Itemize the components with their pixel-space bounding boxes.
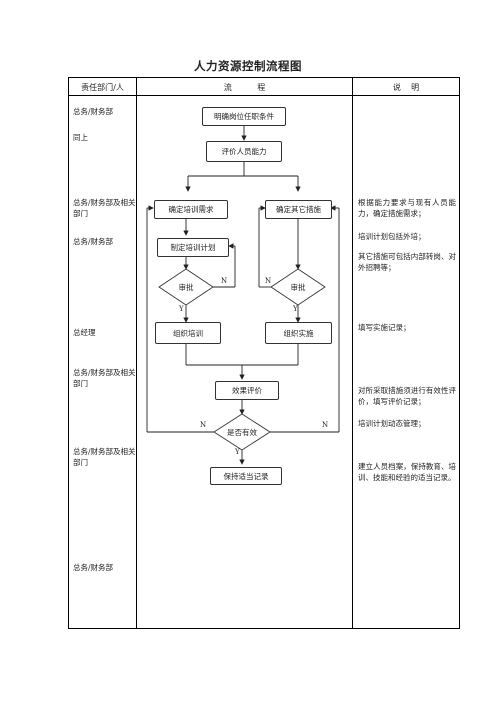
- header-dept: 责任部门/人: [81, 83, 124, 92]
- note-cell: 建立人员档案，保持教育、培训、技能和经验的适当记录。: [358, 462, 456, 482]
- step-evaluate-ability: 评价人员能力: [206, 141, 282, 162]
- step-effect-eval: 效果评价: [215, 381, 279, 400]
- flow-connectors: [146, 126, 340, 465]
- column-divider: [136, 78, 137, 628]
- decision-is-effective-label: 是否有效: [227, 428, 257, 437]
- step-training-needs: 确定培训需求: [154, 200, 228, 219]
- dept-cell: 同上: [73, 133, 88, 142]
- header-flow: 流 程: [223, 83, 266, 92]
- label-y-left-approve: Y: [179, 305, 184, 313]
- decision-diamond: [213, 413, 271, 451]
- label-y-right-approve: Y: [293, 305, 298, 313]
- step-training-plan: 制定培训计划: [157, 238, 229, 257]
- dept-cell: 总经理: [73, 328, 96, 337]
- dept-cell: 总务/财务部及相关部门: [73, 368, 136, 388]
- note-cell: 其它措施可包括内部转岗、对外招聘等；: [358, 252, 456, 272]
- decision-approve-left-label: 审批: [178, 283, 194, 292]
- step-define-conditions: 明确岗位任职条件: [202, 107, 286, 126]
- decision-diamond: [270, 268, 326, 306]
- note-cell: 根据能力要求与现有人员能力，确定措施需求；: [358, 198, 456, 218]
- label-n-right-approve: N: [265, 277, 272, 285]
- decision-approve-right-label: 审批: [290, 283, 306, 292]
- dept-cell: 总务/财务部及相关部门: [73, 447, 136, 467]
- header-divider: [69, 95, 459, 96]
- dept-cell: 总务/财务部: [73, 563, 114, 572]
- label-n-left-approve: N: [221, 277, 228, 285]
- column-divider: [352, 78, 353, 628]
- dept-cell: 总务/财务部: [73, 237, 114, 246]
- note-cell: 培训计划包括外培；: [358, 232, 426, 241]
- page-title: 人力资源控制流程图: [194, 59, 302, 73]
- label-n-effective-right: N: [322, 421, 329, 429]
- note-cell: 培训计划动态管理；: [358, 419, 426, 428]
- note-cell: 对所采取措施须进行有效性评价，填写评价记录；: [358, 386, 456, 406]
- step-keep-records: 保持适当记录: [210, 467, 282, 485]
- decision-diamond: [158, 268, 214, 306]
- label-n-effective-left: N: [200, 421, 207, 429]
- flow-table: 责任部门/人 流 程 说 明 总务/财务部 同上 总务/财务部及相关部门 总务/…: [68, 77, 460, 629]
- step-organize-implement: 组织实施: [265, 322, 332, 344]
- dept-cell: 总务/财务部及相关部门: [73, 198, 136, 218]
- header-explain: 说 明: [392, 83, 420, 92]
- step-organize-training: 组织培训: [155, 322, 221, 344]
- label-y-effective: Y: [235, 448, 240, 456]
- note-cell: 填写实施记录；: [358, 323, 411, 332]
- step-other-measures: 确定其它措施: [265, 200, 332, 219]
- dept-cell: 总务/财务部: [73, 107, 114, 116]
